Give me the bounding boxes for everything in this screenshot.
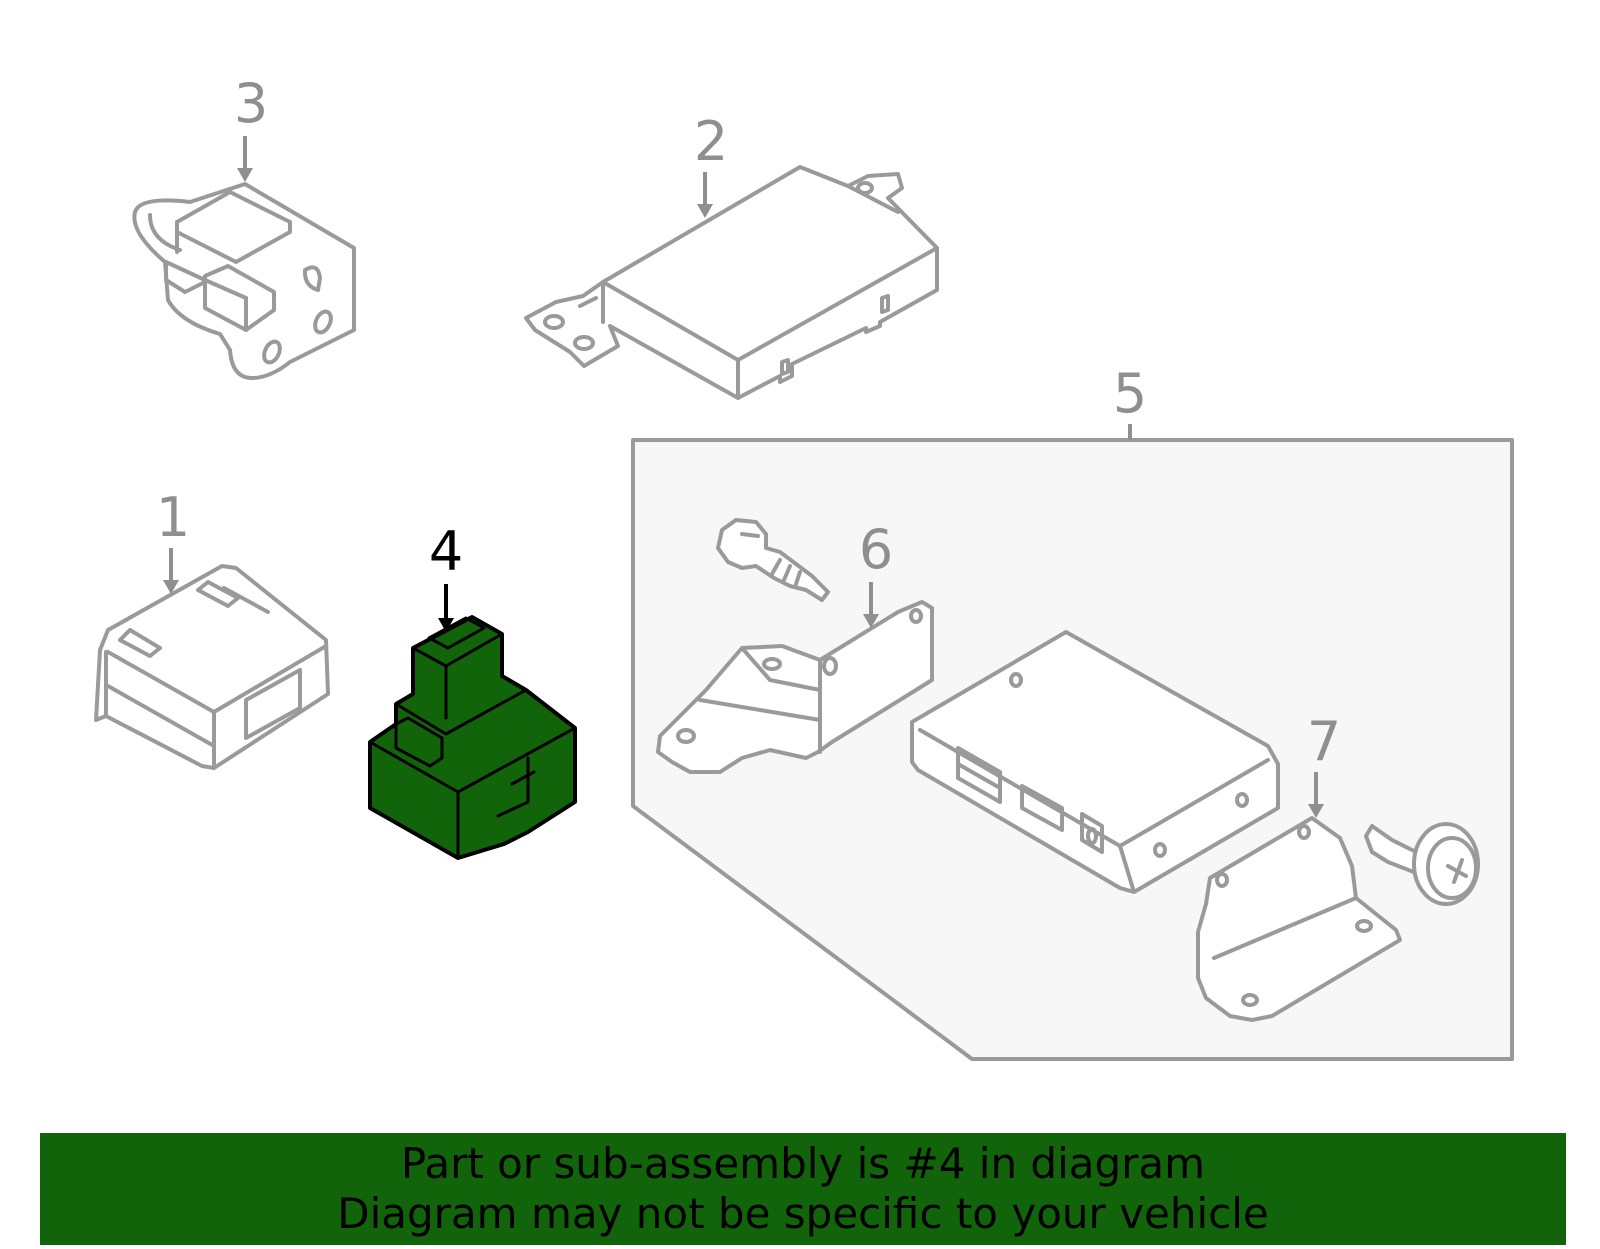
callout-5: 5: [1113, 362, 1147, 425]
banner-line-2: Diagram may not be specific to your vehi…: [337, 1189, 1269, 1238]
part-2-module[interactable]: [524, 165, 939, 400]
part-5-control-unit[interactable]: [910, 630, 1280, 894]
callout-2: 2: [694, 110, 728, 173]
part-4-highlighted[interactable]: [368, 615, 577, 860]
callout-1: 1: [156, 486, 190, 549]
callout-arrows: [163, 136, 1324, 818]
callout-7: 7: [1307, 710, 1341, 773]
part-1-module[interactable]: [94, 564, 330, 770]
info-banner: Part or sub-assembly is #4 in diagram Di…: [40, 1133, 1566, 1245]
banner-line-1: Part or sub-assembly is #4 in diagram: [400, 1139, 1206, 1188]
banner-background: [40, 1133, 1566, 1245]
part-7-bracket[interactable]: [1196, 816, 1480, 1022]
part-6-bracket[interactable]: [656, 518, 934, 774]
callout-6: 6: [859, 518, 893, 581]
callout-3: 3: [234, 72, 268, 135]
callout-4: 4: [429, 520, 463, 583]
part-3-connector[interactable]: [132, 182, 356, 380]
